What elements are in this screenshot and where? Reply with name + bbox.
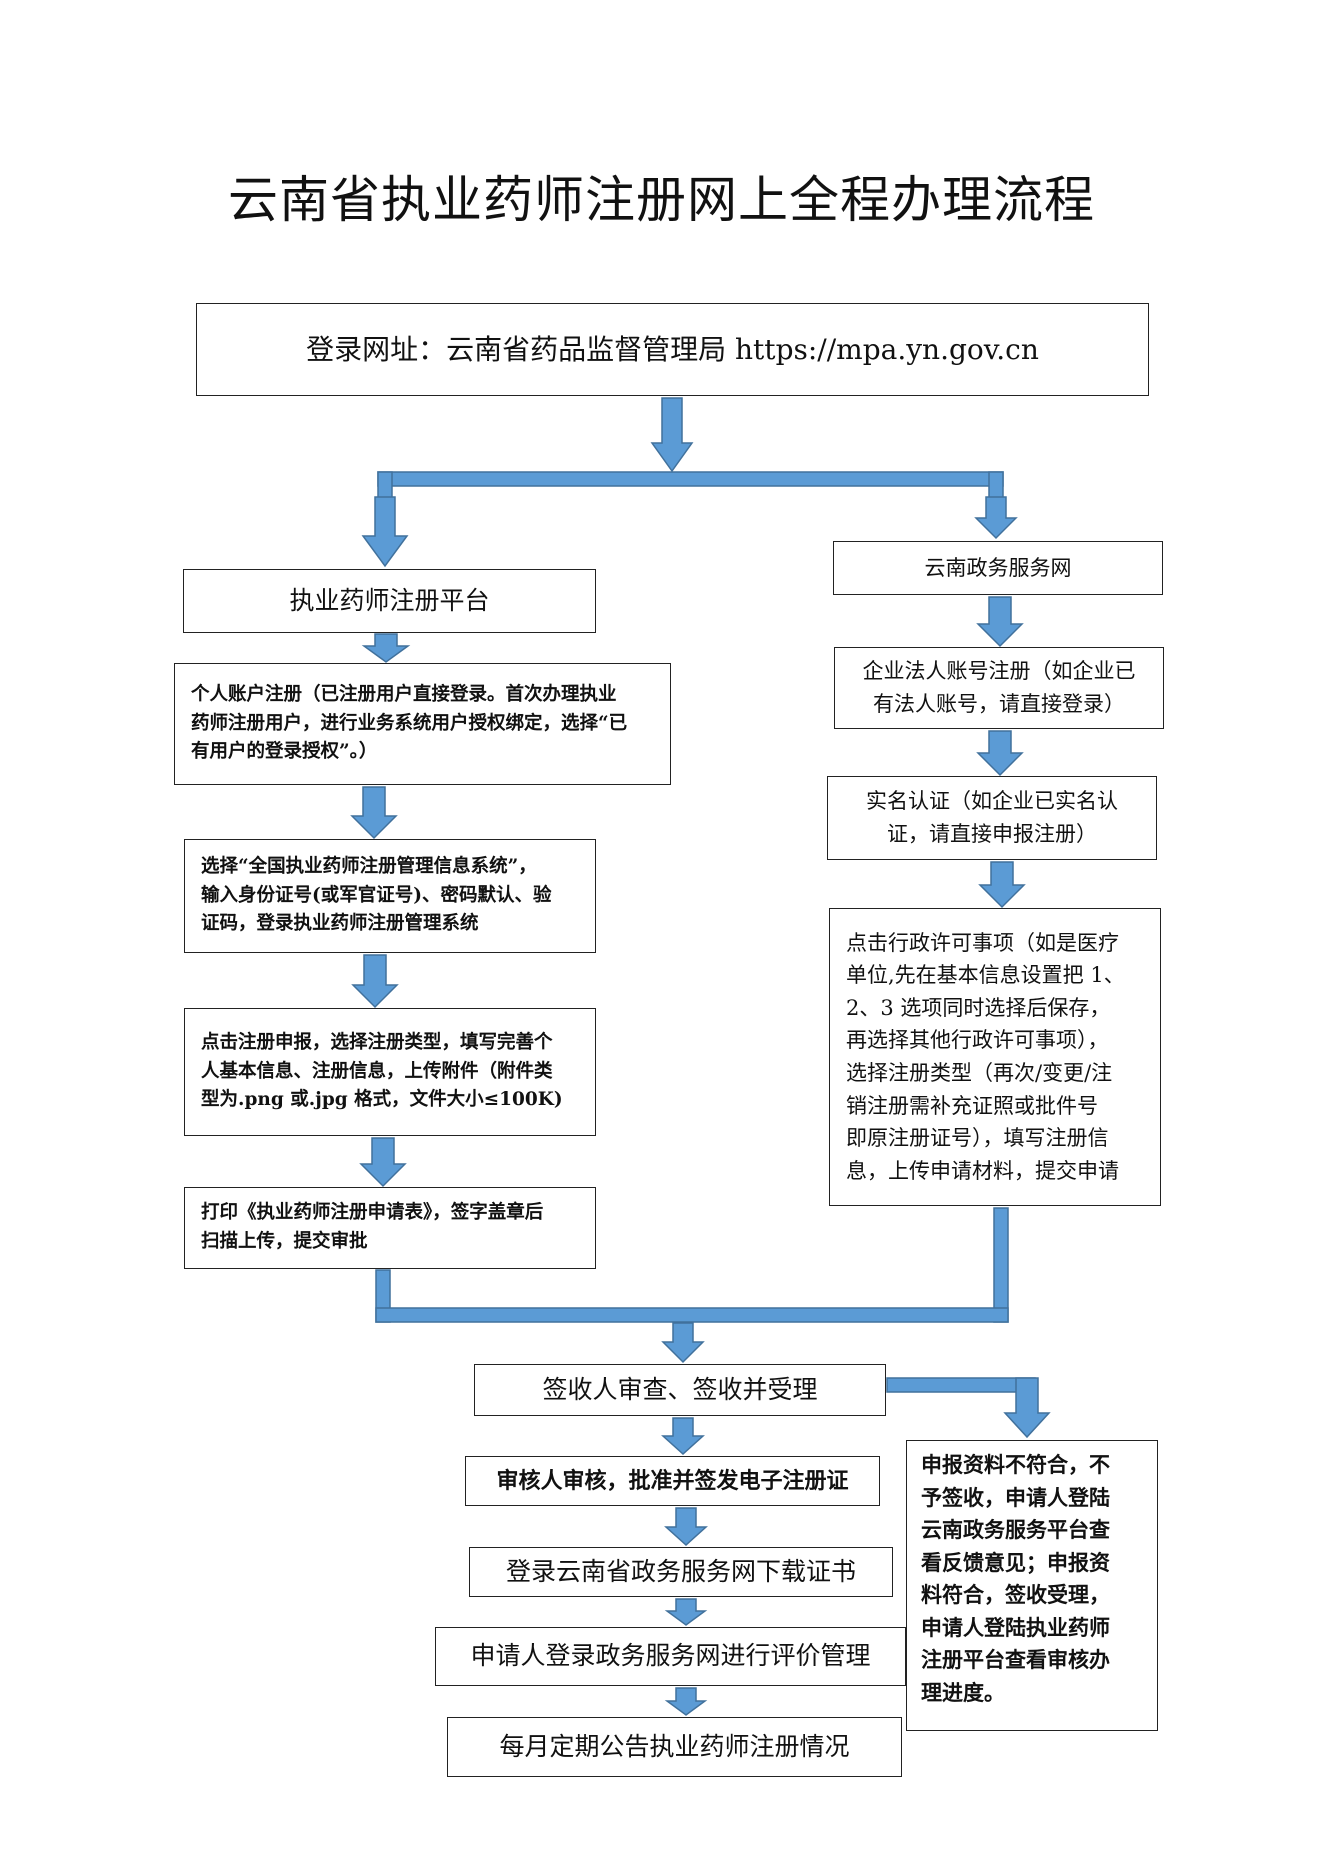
evaluation-box: 申请人登录政务服务网进行评价管理 [435, 1627, 906, 1686]
down-arrow [664, 1507, 708, 1547]
evaluation-text: 申请人登录政务服务网进行评价管理 [470, 1641, 871, 1671]
monthly-announcement-box: 每月定期公告执业药师注册情况 [447, 1717, 902, 1777]
login-url-box: 登录网址：云南省药品监督管理局 https://mpa.yn.gov.cn [196, 303, 1149, 396]
select-system-line: 证码，登录执业药师注册管理系统 [201, 913, 479, 935]
feedback-note-line: 申请人登陆执业药师 [921, 1614, 1110, 1640]
feedback-note-line: 申报资料不符合，不 [921, 1452, 1110, 1477]
down-arrow [974, 496, 1018, 540]
feedback-note-line: 云南政务服务平台查 [921, 1517, 1110, 1543]
real-name-line: 证，请直接申报注册） [887, 822, 1097, 846]
feedback-note-box: 申报资料不符合，不 予签收，申请人登陆 云南政务服务平台查 看反馈意见；申报资 … [906, 1440, 1158, 1731]
pharmacist-platform-box: 执业药师注册平台 [183, 569, 596, 633]
real-name-box: 实名认证（如企业已实名认 证，请直接申报注册） [827, 776, 1157, 860]
down-arrow [661, 1417, 705, 1456]
monthly-announcement-text: 每月定期公告执业药师注册情况 [499, 1731, 850, 1761]
page-title: 云南省执业药师注册网上全程办理流程 [228, 171, 1095, 229]
admin-license-line: 单位,先在基本信息设置把 1、 [846, 963, 1125, 988]
download-certificate-box: 登录云南省政务服务网下载证书 [469, 1547, 893, 1597]
personal-account-line: 个人账户注册（已注册用户直接登录。首次办理执业 [191, 683, 617, 705]
down-arrow [650, 397, 694, 473]
down-arrow [978, 861, 1026, 909]
admin-license-line: 即原注册证号），填写注册信 [846, 1126, 1109, 1151]
personal-account-line: 药师注册用户，进行业务系统用户授权绑定，选择“已 [191, 712, 628, 734]
connector-bar [886, 1377, 1036, 1393]
personal-account-box: 个人账户注册（已注册用户直接登录。首次办理执业 药师注册用户，进行业务系统用户授… [174, 663, 671, 785]
real-name-line: 实名认证（如企业已实名认 [866, 789, 1118, 814]
down-arrow [361, 633, 411, 663]
print-form-line: 扫描上传，提交审批 [201, 1231, 368, 1252]
gov-service-box: 云南政务服务网 [833, 541, 1163, 595]
down-arrow [359, 1137, 407, 1188]
select-system-line: 输入身份证号(或军官证号)、密码默认、验 [201, 884, 552, 906]
down-arrow [976, 730, 1024, 777]
admin-license-line: 再选择其他行政许可事项）， [846, 1028, 1109, 1053]
connector-bar [993, 1207, 1009, 1323]
down-arrow [664, 1687, 708, 1716]
pharmacist-platform-text: 执业药师注册平台 [289, 585, 490, 615]
down-arrow [361, 496, 409, 568]
download-certificate-text: 登录云南省政务服务网下载证书 [505, 1556, 856, 1586]
connector-bar [988, 471, 1004, 499]
apply-registration-line: 点击注册申报，选择注册类型，填写完善个 [201, 1031, 553, 1053]
admin-license-line: 息，上传申请材料，提交申请 [846, 1158, 1119, 1183]
feedback-note-line: 予签收，申请人登陆 [921, 1484, 1110, 1510]
corporate-account-line: 有法人账号，请直接登录） [873, 692, 1125, 716]
select-system-line: 选择“全国执业药师注册管理信息系统”， [201, 855, 537, 877]
down-arrow [350, 786, 398, 840]
connector-bar [377, 471, 1004, 487]
corporate-account-box: 企业法人账号注册（如企业已 有法人账号，请直接登录） [834, 647, 1164, 729]
login-url-text: 登录网址：云南省药品监督管理局 https://mpa.yn.gov.cn [306, 332, 1039, 366]
select-system-box: 选择“全国执业药师注册管理信息系统”， 输入身份证号(或军官证号)、密码默认、验… [184, 839, 596, 953]
admin-license-line: 2、3 选项同时选择后保存， [846, 995, 1111, 1020]
approve-certificate-box: 审核人审核，批准并签发电子注册证 [465, 1456, 880, 1506]
print-form-line: 打印《执业药师注册申请表》，签字盖章后 [201, 1202, 544, 1224]
feedback-note-line: 理进度。 [921, 1679, 1005, 1705]
gov-service-text: 云南政务服务网 [924, 555, 1072, 580]
down-arrow [1003, 1377, 1051, 1439]
admin-license-line: 点击行政许可事项（如是医疗 [846, 930, 1119, 955]
connector-bar [377, 471, 393, 499]
connector-bar [375, 1307, 1009, 1323]
feedback-note-line: 注册平台查看审核办 [921, 1647, 1110, 1673]
apply-registration-line: 人基本信息、注册信息，上传附件（附件类 [201, 1060, 553, 1082]
down-arrow [664, 1598, 708, 1626]
feedback-note-line: 料符合，签收受理， [921, 1582, 1110, 1608]
admin-license-box: 点击行政许可事项（如是医疗 单位,先在基本信息设置把 1、 2、3 选项同时选择… [829, 908, 1161, 1206]
feedback-note-line: 看反馈意见；申报资 [921, 1549, 1110, 1575]
down-arrow [976, 596, 1024, 648]
approve-certificate-text: 审核人审核，批准并签发电子注册证 [496, 1467, 849, 1494]
down-arrow [661, 1322, 705, 1364]
corporate-account-line: 企业法人账号注册（如企业已 [862, 659, 1136, 684]
receive-review-box: 签收人审查、签收并受理 [474, 1364, 886, 1416]
admin-license-line: 选择注册类型（再次/变更/注 [846, 1061, 1113, 1085]
admin-license-line: 销注册需补充证照或批件号 [846, 1093, 1098, 1118]
personal-account-line: 有用户的登录授权”。） [191, 741, 378, 763]
apply-registration-line: 型为.png 或.jpg 格式，文件大小≤100K) [201, 1089, 563, 1111]
down-arrow [351, 954, 399, 1009]
apply-registration-box: 点击注册申报，选择注册类型，填写完善个 人基本信息、注册信息，上传附件（附件类 … [184, 1008, 596, 1136]
print-form-box: 打印《执业药师注册申请表》，签字盖章后 扫描上传，提交审批 [184, 1187, 596, 1269]
receive-review-text: 签收人审查、签收并受理 [542, 1374, 818, 1404]
